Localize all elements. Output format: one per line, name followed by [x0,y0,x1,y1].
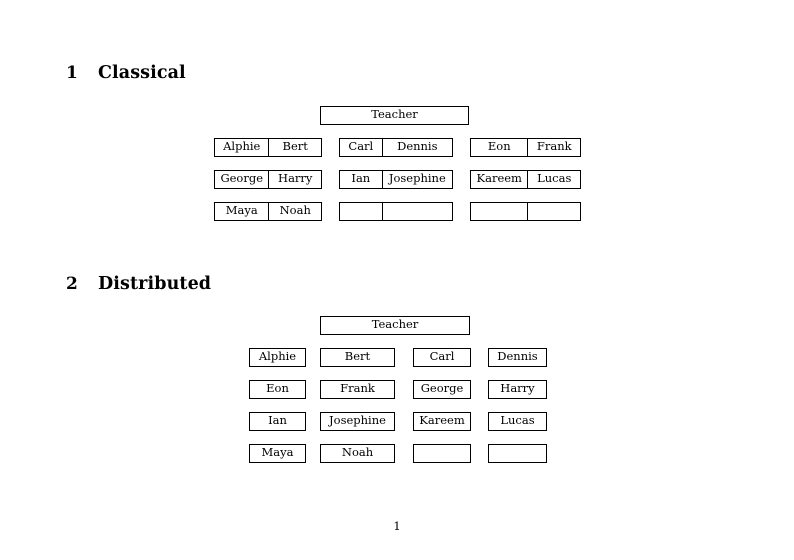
distributed-student-row: Ian Josephine Kareem Lucas [249,412,547,431]
student-cell[interactable]: Kareem [419,413,465,428]
student-cell[interactable]: Alphie [258,349,297,364]
student-cell-empty[interactable] [489,445,546,462]
section-number: 2 [66,274,78,294]
student-cell[interactable]: Ian [351,171,371,186]
student-group[interactable]: Maya Noah [214,202,322,221]
distributed-student-row: Maya Noah [249,444,547,463]
teacher-box[interactable]: Teacher [320,106,469,125]
teacher-box[interactable]: Teacher [320,316,470,335]
distributed-teacher-row: Teacher [320,316,470,335]
student-group[interactable]: George Harry [214,170,322,189]
student-cell[interactable]: Maya [225,203,258,218]
student-group[interactable]: Kareem [413,412,471,431]
student-group[interactable]: Maya [249,444,306,463]
student-cell[interactable]: Carl [429,349,455,364]
section-heading-distributed: 2 Distributed [66,274,211,294]
student-cell[interactable]: Alphie [223,139,261,154]
student-cell[interactable]: George [420,381,464,396]
student-group-empty[interactable] [488,444,547,463]
classical-teacher-row: Teacher [320,106,469,125]
classical-student-row: Alphie Bert Carl Dennis Eon Frank [214,138,581,157]
student-cell[interactable]: Dennis [381,139,452,156]
student-group[interactable]: Josephine [320,412,395,431]
student-cell[interactable]: Ian [268,413,287,428]
student-group-empty[interactable] [413,444,471,463]
page-number: 1 [393,519,401,533]
student-group-empty[interactable] [339,202,453,221]
distributed-student-row: Eon Frank George Harry [249,380,547,399]
student-group[interactable]: Kareem Lucas [470,170,581,189]
student-cell[interactable]: Frank [527,139,580,156]
student-group[interactable]: Lucas [488,412,547,431]
section-title: Classical [98,63,186,83]
student-group[interactable]: Eon [249,380,306,399]
student-cell[interactable]: Carl [348,139,374,154]
student-cell[interactable]: Harry [268,171,321,188]
student-cell[interactable]: Maya [261,445,294,460]
section-number: 1 [66,63,78,83]
student-cell[interactable]: Eon [487,139,511,154]
distributed-student-row: Alphie Bert Carl Dennis [249,348,547,367]
student-cell[interactable]: Dennis [497,349,538,364]
student-cell[interactable]: George [220,171,264,186]
student-group[interactable]: Eon Frank [470,138,581,157]
section-heading-classical: 1 Classical [66,63,186,83]
student-group[interactable]: Bert [320,348,395,367]
student-cell[interactable]: Harry [500,381,535,396]
student-group[interactable]: Ian Josephine [339,170,453,189]
student-group[interactable]: George [413,380,471,399]
student-group[interactable]: Harry [488,380,547,399]
student-cell[interactable]: Lucas [500,413,535,428]
student-group[interactable]: Alphie Bert [214,138,322,157]
section-title: Distributed [98,274,212,294]
student-cell[interactable]: Frank [340,381,375,396]
classical-student-row: Maya Noah [214,202,581,221]
student-cell[interactable]: Eon [266,381,289,396]
student-group-empty[interactable] [470,202,581,221]
classical-student-row: George Harry Ian Josephine Kareem Lucas [214,170,581,189]
student-cell[interactable]: Noah [268,203,321,220]
student-cell[interactable]: Josephine [329,413,386,428]
student-cell[interactable]: Kareem [476,171,522,186]
student-cell-empty[interactable] [381,203,452,220]
student-group[interactable]: Dennis [488,348,547,367]
student-group[interactable]: Carl Dennis [339,138,453,157]
student-cell-empty[interactable] [471,203,527,220]
student-cell-empty[interactable] [340,203,382,220]
student-cell-empty[interactable] [527,203,580,220]
student-cell-empty[interactable] [414,445,470,462]
student-group[interactable]: Frank [320,380,395,399]
student-cell[interactable]: Lucas [527,171,580,188]
teacher-label: Teacher [371,107,418,122]
student-cell[interactable]: Bert [268,139,321,156]
student-group[interactable]: Noah [320,444,395,463]
teacher-label: Teacher [371,317,419,332]
student-group[interactable]: Ian [249,412,306,431]
student-cell[interactable]: Josephine [381,171,452,188]
student-group[interactable]: Alphie [249,348,306,367]
student-cell[interactable]: Noah [341,445,374,460]
student-cell[interactable]: Bert [344,349,371,364]
student-group[interactable]: Carl [413,348,471,367]
